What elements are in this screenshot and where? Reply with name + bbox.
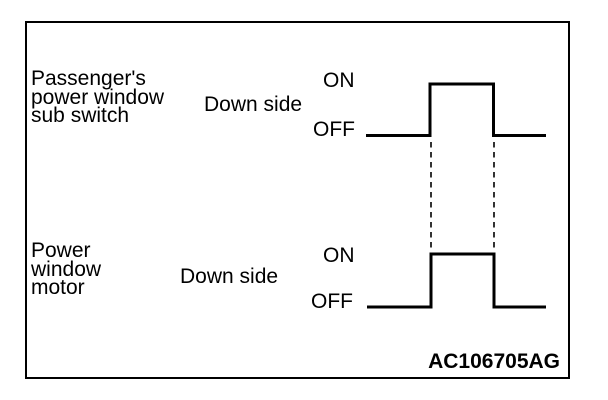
component-label-line: window bbox=[31, 257, 102, 281]
diagram-frame bbox=[25, 21, 570, 379]
signal-side-label-sub-switch: Down side bbox=[204, 93, 303, 116]
off-label-sub-switch: OFF bbox=[313, 118, 355, 141]
off-label-motor: OFF bbox=[311, 290, 353, 313]
component-label-sub-switch: Passenger's power window sub switch bbox=[31, 67, 165, 127]
component-label-line: power window bbox=[31, 85, 165, 109]
on-label-sub-switch: ON bbox=[323, 69, 355, 92]
component-label-line: sub switch bbox=[31, 104, 130, 127]
component-label-line: Passenger's bbox=[31, 67, 146, 90]
signal-side-label-motor: Down side bbox=[180, 265, 279, 288]
component-label-motor: Power window motor bbox=[31, 239, 102, 299]
figure-code: AC106705AG bbox=[428, 350, 560, 373]
component-label-line: motor bbox=[31, 276, 85, 299]
on-label-motor: ON bbox=[323, 244, 355, 267]
component-label-line: Power bbox=[31, 239, 91, 262]
